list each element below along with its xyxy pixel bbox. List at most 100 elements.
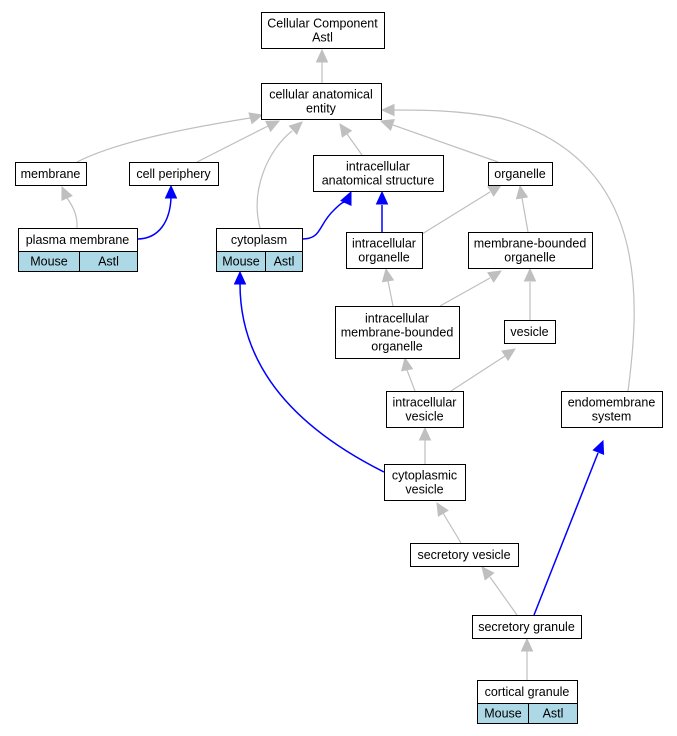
node-label: membrane-bounded — [341, 326, 454, 340]
node-label: intracellular — [352, 237, 416, 251]
arrowhead-icon — [436, 501, 449, 517]
node-organelle[interactable]: organelle — [488, 162, 553, 186]
gene-cell — [528, 703, 578, 724]
node-label: intracellular — [393, 396, 457, 410]
node-label: Cellular Component — [267, 17, 378, 31]
edges-layer — [61, 48, 635, 680]
node-cell-periphery[interactable]: cell periphery — [129, 162, 219, 186]
edge-line — [196, 125, 269, 163]
edge-line — [393, 109, 635, 392]
node-box — [472, 615, 582, 639]
edge-line — [442, 512, 462, 544]
gene-label: Astl — [274, 255, 295, 269]
node-secretory-vesicle[interactable]: secretory vesicle — [410, 543, 519, 567]
node-box — [346, 232, 423, 269]
edge-cytoplasm-to-cellular-anatomical-entity — [256, 121, 303, 229]
arrowhead-icon — [381, 267, 395, 283]
arrowhead-icon — [418, 426, 432, 441]
node-label: vesicle — [405, 483, 443, 497]
node-box — [15, 162, 87, 186]
edge-line — [421, 191, 491, 235]
edge-cytoplasmic-vesicle-to-cytoplasm — [233, 270, 385, 473]
arrowhead-icon — [288, 121, 303, 136]
edge-line — [301, 201, 347, 240]
edge-organelle-to-cellular-anatomical-entity — [379, 119, 499, 163]
node-label: plasma membrane — [26, 233, 130, 247]
node-vesicle[interactable]: vesicle — [504, 320, 556, 344]
edge-membrane-bounded-organelle-to-organelle — [515, 184, 529, 233]
edge-line — [489, 576, 518, 616]
gene-cell — [265, 251, 303, 272]
edge-plasma-membrane-to-cell-periphery — [136, 184, 178, 240]
edge-intracellular-membrane-bounded-organelle-to-intracellular-organelle — [381, 267, 395, 307]
gene-label: Astl — [98, 255, 119, 269]
node-label: membrane — [21, 167, 81, 181]
edge-cytoplasm-to-intracellular-anatomical-structure — [301, 190, 352, 240]
node-label: cytoplasm — [231, 233, 287, 247]
arrowhead-icon — [375, 190, 389, 205]
edge-intracellular-vesicle-to-vesicle — [450, 348, 516, 392]
edge-intracellular-vesicle-to-intracellular-membrane-bounded-organelle — [401, 356, 416, 392]
edge-secretory-granule-to-secretory-vesicle — [481, 566, 518, 616]
node-box — [504, 320, 556, 344]
node-secretory-granule[interactable]: secretory granule — [472, 615, 582, 639]
node-box — [261, 12, 385, 49]
edge-line — [239, 283, 385, 473]
node-label: intracellular — [365, 312, 429, 326]
edge-cellular-anatomical-entity-to-cellular-component-astl — [315, 48, 329, 83]
species-label: Mouse — [222, 255, 260, 269]
arrowhead-icon — [487, 184, 503, 197]
arrowhead-icon — [248, 112, 264, 125]
edge-line — [346, 133, 363, 156]
node-label: cortical granule — [485, 685, 570, 699]
arrowhead-icon — [523, 267, 537, 282]
edge-line — [392, 124, 499, 163]
node-label: Astl — [312, 31, 333, 45]
edge-line — [439, 277, 491, 307]
node-label: organelle — [371, 340, 422, 354]
arrowhead-icon — [339, 123, 353, 138]
arrowhead-icon — [265, 120, 281, 133]
node-label: cellular anatomical — [269, 88, 373, 102]
arrowhead-icon — [520, 637, 534, 652]
arrowhead-icon — [340, 190, 352, 206]
edge-intracellular-organelle-to-organelle — [421, 184, 503, 235]
arrowhead-icon — [592, 439, 605, 456]
gene-cell — [79, 251, 138, 272]
arrowhead-icon — [233, 270, 247, 285]
node-label: organelle — [504, 251, 555, 265]
arrowhead-icon — [379, 119, 395, 131]
annotation-row: Mouse Astl — [216, 251, 303, 272]
node-membrane[interactable]: membrane — [15, 162, 87, 186]
node-label: system — [592, 410, 632, 424]
edge-cell-periphery-to-cellular-anatomical-entity — [196, 120, 281, 163]
node-label: cell periphery — [136, 167, 211, 181]
node-label: vesicle — [405, 410, 443, 424]
node-label: organelle — [494, 167, 545, 181]
node-box — [384, 464, 466, 501]
node-label: secretory vesicle — [417, 548, 510, 562]
arrowhead-icon — [487, 270, 503, 283]
edge-secretory-granule-to-endomembrane-system — [533, 439, 605, 616]
edge-line — [521, 197, 529, 233]
node-label: cytoplasmic — [392, 469, 457, 483]
node-label: intracellular — [346, 160, 410, 174]
gene-label: Astl — [543, 707, 564, 721]
edge-line — [256, 130, 293, 229]
edge-line — [406, 369, 416, 392]
species-label: Mouse — [30, 255, 68, 269]
edge-line — [66, 197, 78, 229]
